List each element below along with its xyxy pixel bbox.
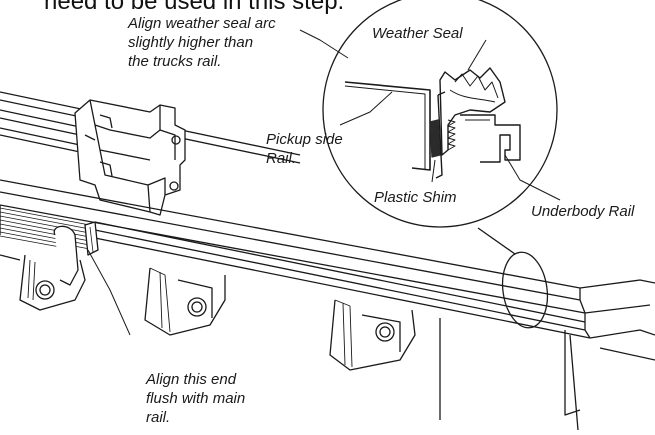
truck-body-side	[439, 279, 655, 431]
callout-underbody-rail: Underbody Rail	[531, 203, 635, 220]
mounting-clip-1	[0, 225, 86, 311]
clamp-bracket	[74, 99, 186, 216]
detail-circle	[322, 0, 558, 329]
mounting-clip-2	[144, 267, 226, 336]
callout-align-weather-seal: Align weather seal arc slightly higher t…	[128, 15, 276, 70]
leader-lines	[87, 29, 561, 336]
callout-weather-seal: Weather Seal	[372, 25, 463, 42]
main-rail	[0, 179, 591, 339]
mounting-clip-3	[329, 299, 416, 371]
callout-pickup-side-rail: Pickup side Rail.	[266, 131, 343, 167]
rail-cross-section	[344, 67, 521, 179]
step-heading: need to be used in this step.	[44, 0, 345, 15]
callout-align-end: Align this end flush with main rail.	[146, 371, 246, 426]
callout-plastic-shim: Plastic Shim	[374, 189, 457, 206]
